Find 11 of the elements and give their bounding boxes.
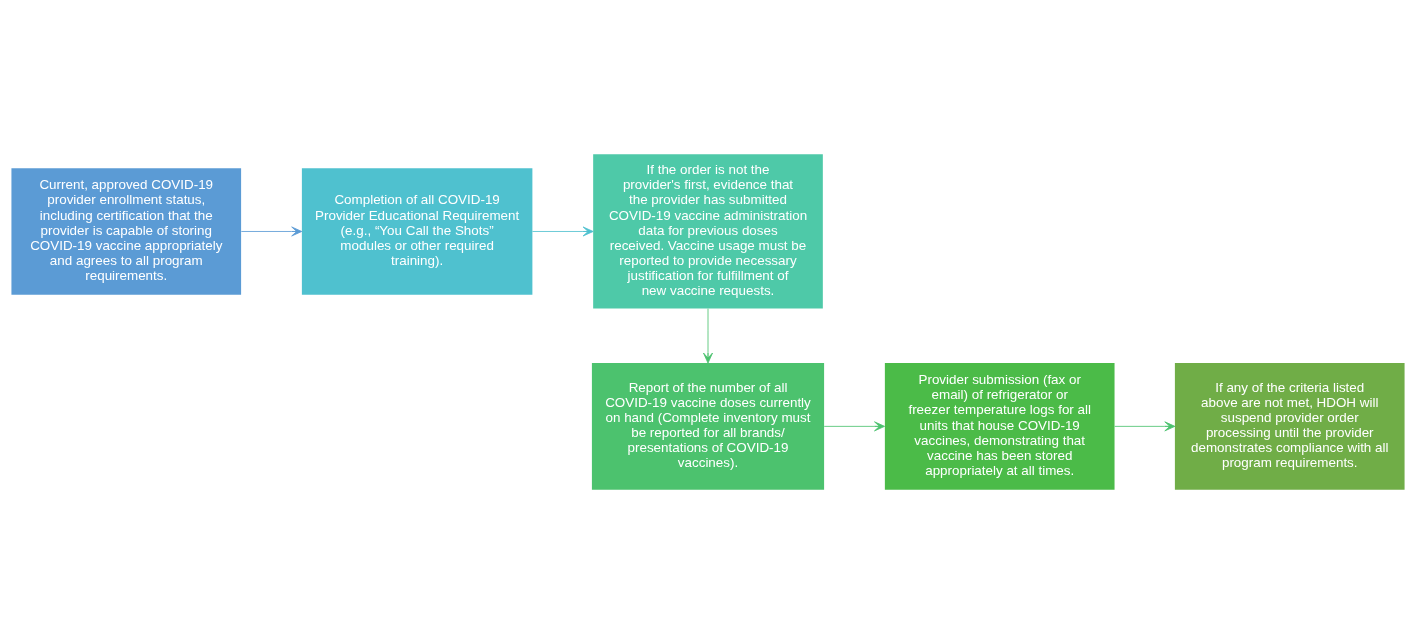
arrow [823,420,885,431]
node-box: If the order is not the provider's first, evidence that the provider has submitted COVID-19 vaccine administration data for previous doses received. Vaccine usage must be reported to provide necessary justification for fulfillment of new vaccine requests. [593,153,823,309]
arrow [532,226,594,236]
node-box: Report of the number of all COVID-19 vaccine doses currently on hand (Complete inventory must be reported for all brands/ presentations of COVID-19 vaccines). [591,362,825,490]
node-box: Completion of all COVID-19 Provider Educational Requirement (e.g., “You Call the Shots” modules or other required training). [301,167,533,295]
arrow [240,226,303,236]
node-box: Current, approved COVID-19 provider enrollment status, including certification that the provider is capable of storing COVID-19 vaccine appropriately and agrees to all program requirements. [11,167,242,295]
arrow [1114,420,1176,431]
arrow [703,307,713,363]
node-box: Provider submission (fax or email) of refrigerator or freezer temperature logs for all units that house COVID-19 vaccines, demonstrating that vaccine has been stored appropriately at all times. [884,362,1115,490]
node-box: If any of the criteria listed above are not met, HDOH will suspend provider order processing until the provider demonstrates compliance with all program requirements. [1174,362,1405,490]
